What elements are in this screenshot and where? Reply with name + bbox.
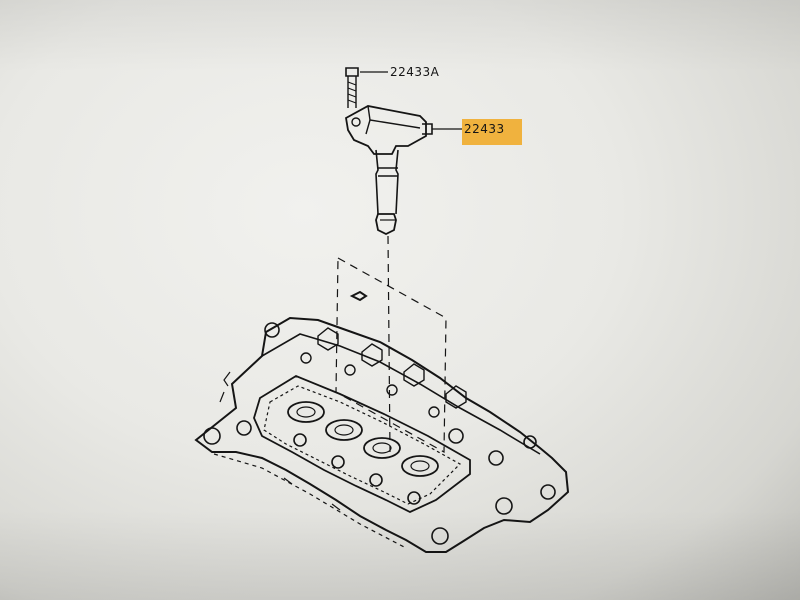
callout-coil-part-number[interactable]: 22433 [462, 119, 522, 145]
bolt-icon [345, 67, 359, 108]
plane-marker [349, 290, 368, 302]
axis-centre-line [387, 235, 391, 453]
callout-bolt-part-number[interactable]: 22433A [390, 65, 440, 79]
ignition-coil-icon [345, 105, 433, 236]
cylinder-head-icon [194, 316, 570, 553]
reference-plane [335, 256, 447, 454]
